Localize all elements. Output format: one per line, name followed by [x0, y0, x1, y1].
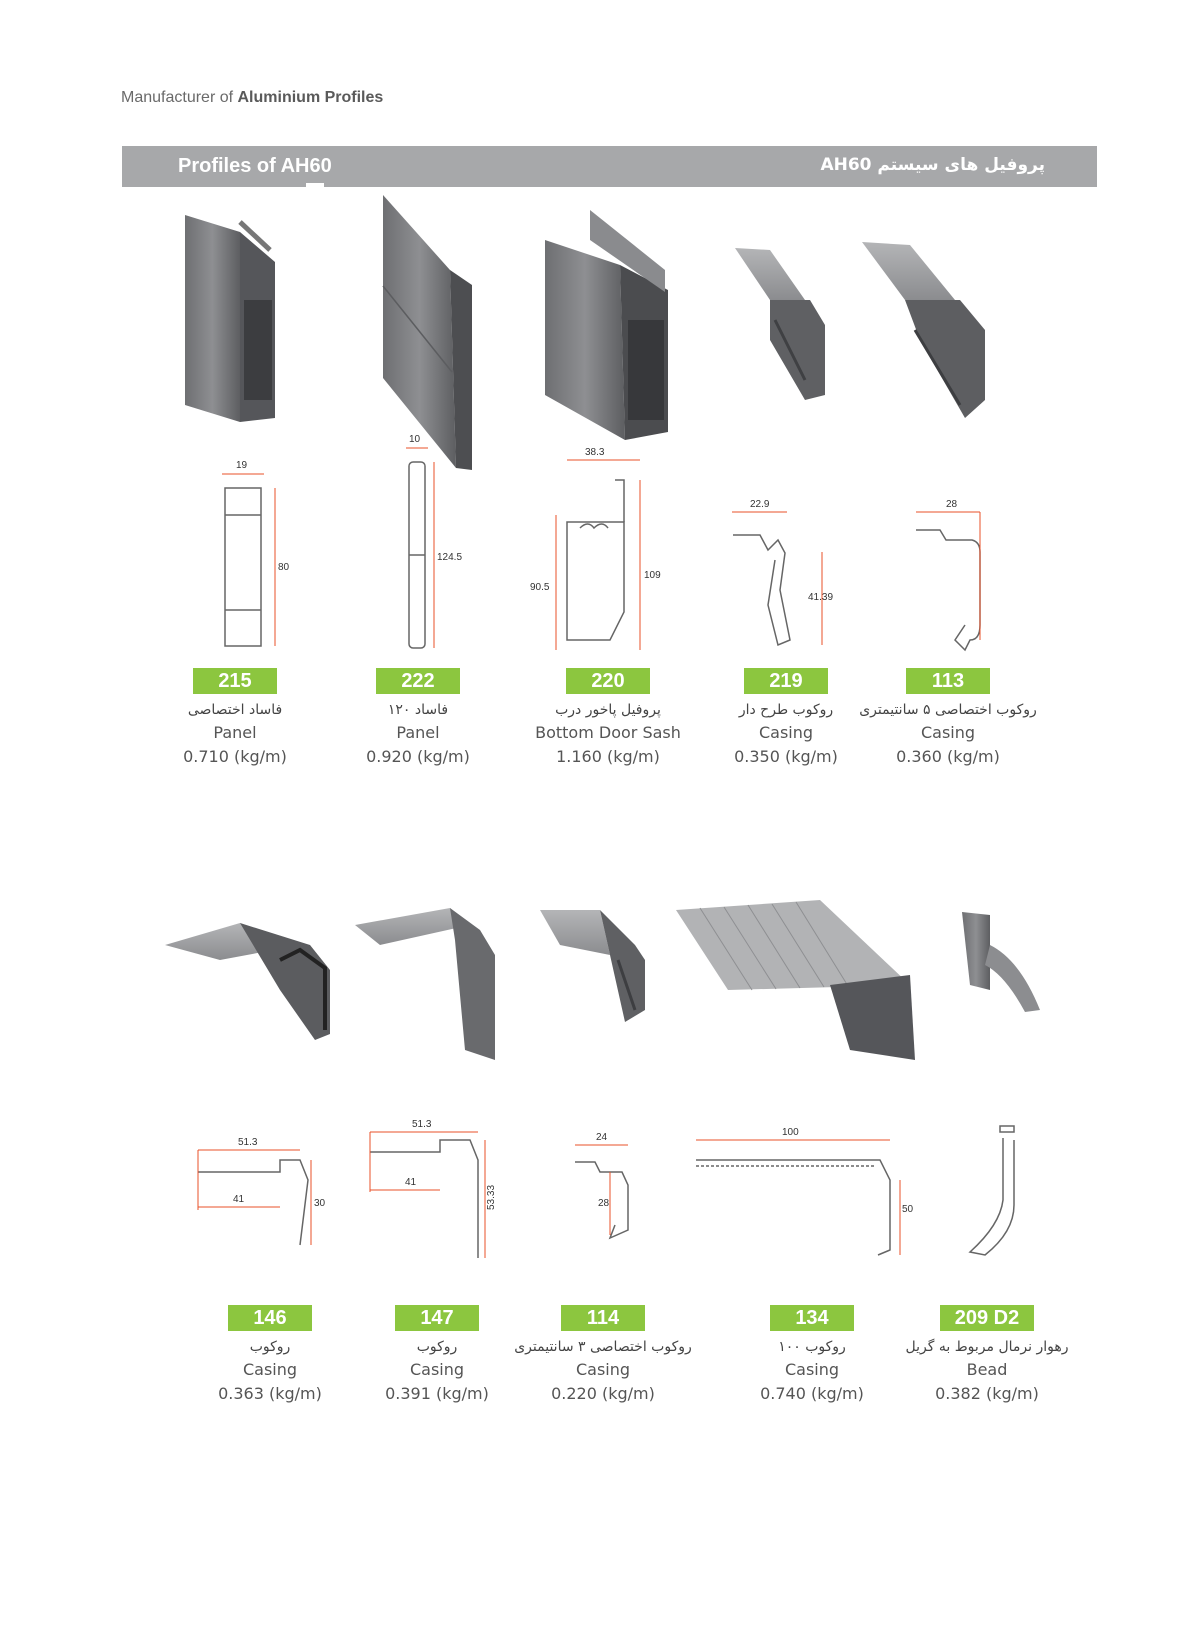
- dim-114-width: 24: [596, 1132, 608, 1143]
- drawing-222: [406, 447, 435, 649]
- drawing-146: [197, 1149, 312, 1246]
- banner-title-en: Profiles of AH60: [178, 155, 332, 177]
- profile-code: 209 D2: [940, 1305, 1034, 1331]
- render-146: [165, 923, 330, 1040]
- profile-name-en: Casing: [758, 723, 814, 742]
- render-219: [735, 248, 825, 400]
- drawing-220: [555, 459, 641, 650]
- dim-114-height: 28: [598, 1198, 610, 1209]
- profile-code: 220: [566, 668, 650, 694]
- profile-name-en: Casing: [784, 1360, 840, 1379]
- profile-name-fa: روکوب: [249, 1339, 291, 1355]
- dim-215-width: 19: [236, 460, 248, 471]
- banner-notch: [306, 183, 324, 187]
- profile-card-215: 215 فاساد اختصاصی Panel 0.710 (kg/m): [135, 668, 335, 766]
- profile-card-146: 146 روکوب Casing 0.363 (kg/m): [170, 1305, 370, 1403]
- profile-name-en: Casing: [242, 1360, 298, 1379]
- profile-name-fa: فاساد ۱۲۰: [387, 702, 449, 718]
- dim-222-height: 124.5: [437, 552, 462, 563]
- render-113: [862, 242, 985, 418]
- drawing-215: [222, 473, 276, 647]
- profile-card-113: 113 روکوب اختصاصی ۵ سانتیمتری Casing 0.3…: [848, 668, 1048, 766]
- drawing-113: [916, 511, 981, 652]
- profile-name-fa: رهوار نرمال مربوط به گریل: [905, 1339, 1069, 1355]
- profile-weight: 0.920 (kg/m): [366, 747, 470, 766]
- drawing-147: [369, 1131, 486, 1258]
- profile-code: 219: [744, 668, 828, 694]
- profile-code: 114: [561, 1305, 645, 1331]
- dim-219-height: 41.39: [808, 592, 833, 603]
- dim-147-height: 53.33: [486, 1185, 497, 1210]
- profile-name-fa: روکوب اختصاصی ۵ سانتیمتری: [859, 702, 1037, 718]
- dim-220-left: 90.5: [530, 582, 550, 593]
- banner-title-fa: پروفیل های سیستم AH60: [820, 155, 1045, 175]
- profile-name-fa: روکوب طرح دار: [738, 702, 834, 718]
- render-209: [962, 912, 1040, 1012]
- render-134: [676, 900, 915, 1060]
- profile-code: 134: [770, 1305, 854, 1331]
- render-114: [540, 910, 645, 1022]
- profile-name-fa: روکوب: [416, 1339, 458, 1355]
- profile-weight: 0.220 (kg/m): [551, 1384, 655, 1403]
- profile-name-fa: روکوب اختصاصی ۳ سانتیمتری: [514, 1339, 692, 1355]
- profile-card-134: 134 روکوب ۱۰۰ Casing 0.740 (kg/m): [712, 1305, 912, 1403]
- profile-name-fa: روکوب ۱۰۰: [778, 1339, 846, 1355]
- profile-name-en: Casing: [409, 1360, 465, 1379]
- drawing-114: [575, 1144, 629, 1240]
- dim-146-height: 30: [314, 1198, 326, 1209]
- profile-card-219: 219 روکوب طرح دار Casing 0.350 (kg/m): [686, 668, 886, 766]
- profile-card-147: 147 روکوب Casing 0.391 (kg/m): [337, 1305, 537, 1403]
- profile-weight: 1.160 (kg/m): [556, 747, 660, 766]
- dim-134-width: 100: [782, 1127, 799, 1138]
- dim-146-width: 51.3: [238, 1137, 258, 1148]
- profile-weight: 0.391 (kg/m): [385, 1384, 489, 1403]
- drawing-209: [968, 1125, 1015, 1256]
- profile-name-fa: پروفیل پاخور درب: [555, 702, 661, 718]
- profile-name-fa: فاساد اختصاصی: [187, 702, 283, 718]
- drawing-134: [696, 1139, 901, 1256]
- profile-weight: 0.363 (kg/m): [218, 1384, 322, 1403]
- dim-147-width: 51.3: [412, 1119, 432, 1130]
- dim-220-right: 109: [644, 570, 661, 581]
- render-222: [382, 195, 472, 470]
- profile-code: 146: [228, 1305, 312, 1331]
- profile-code: 113: [906, 668, 990, 694]
- profile-name-en: Panel: [213, 723, 257, 742]
- drawing-219: [732, 511, 823, 647]
- page-subtitle: Manufacturer of Aluminium Profiles: [121, 89, 384, 106]
- render-215: [185, 215, 275, 422]
- dim-134-height: 50: [902, 1204, 914, 1215]
- profile-code: 215: [193, 668, 277, 694]
- dim-215-height: 80: [278, 562, 290, 573]
- profile-code: 147: [395, 1305, 479, 1331]
- profile-card-220: 220 پروفیل پاخور درب Bottom Door Sash 1.…: [508, 668, 708, 766]
- dim-146-inner: 41: [233, 1194, 245, 1205]
- profile-name-en: Bottom Door Sash: [535, 723, 681, 742]
- render-147: [355, 908, 495, 1060]
- profile-name-en: Casing: [920, 723, 976, 742]
- profile-weight: 0.740 (kg/m): [760, 1384, 864, 1403]
- dim-220-width: 38.3: [585, 447, 605, 458]
- profile-weight: 0.360 (kg/m): [896, 747, 1000, 766]
- dim-113-width: 28: [946, 499, 958, 510]
- profile-name-en: Panel: [396, 723, 440, 742]
- profile-weight: 0.350 (kg/m): [734, 747, 838, 766]
- profile-card-222: 222 فاساد ۱۲۰ Panel 0.920 (kg/m): [318, 668, 518, 766]
- profile-weight: 0.710 (kg/m): [183, 747, 287, 766]
- dim-222-width: 10: [409, 434, 421, 445]
- render-220: [545, 210, 668, 440]
- profile-code: 222: [376, 668, 460, 694]
- section-banner: Profiles of AH60 پروفیل های سیستم AH60: [122, 146, 1097, 187]
- profile-name-en: Casing: [575, 1360, 631, 1379]
- profile-name-en: Bead: [966, 1360, 1008, 1379]
- dim-147-inner: 41: [405, 1177, 417, 1188]
- profile-card-209d2: 209 D2 رهوار نرمال مربوط به گریل Bead 0.…: [887, 1305, 1087, 1403]
- profile-weight: 0.382 (kg/m): [935, 1384, 1039, 1403]
- profile-card-114: 114 روکوب اختصاصی ۳ سانتیمتری Casing 0.2…: [503, 1305, 703, 1403]
- dim-219-width: 22.9: [750, 499, 770, 510]
